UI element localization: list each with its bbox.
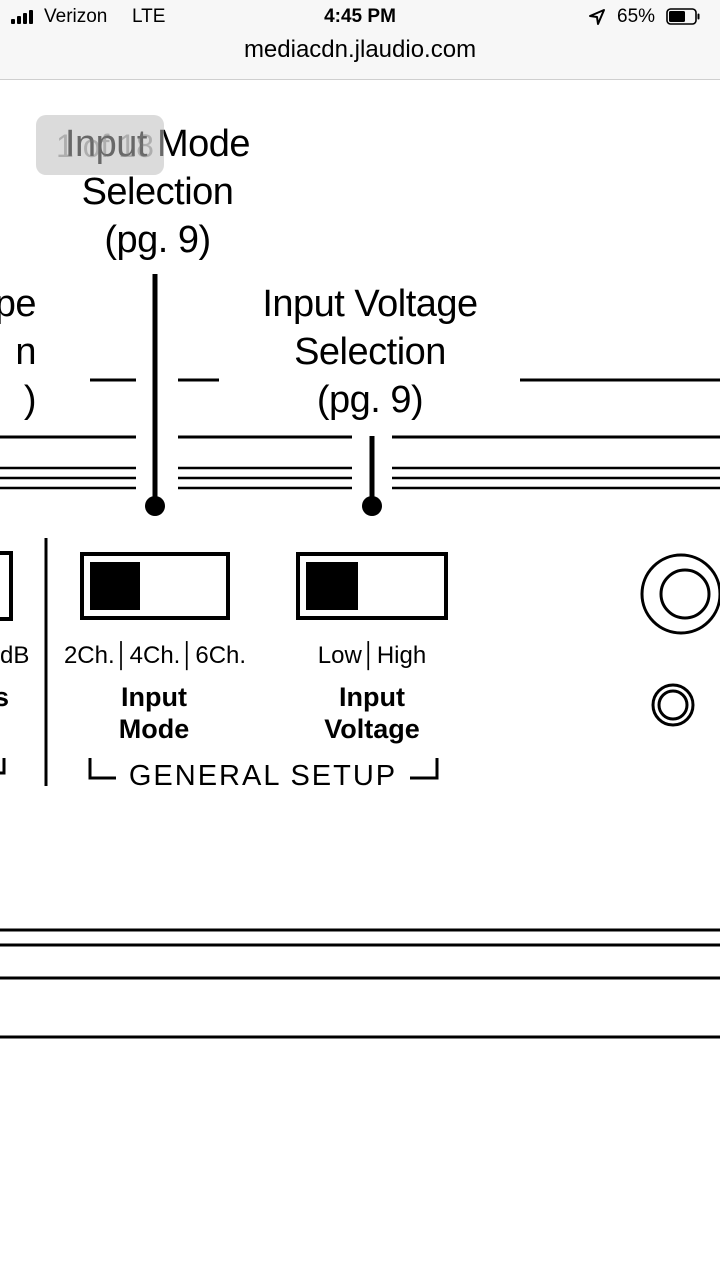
diagram-linework [0, 274, 720, 1039]
previous-control-title: s [0, 682, 10, 712]
address-bar-url[interactable]: mediacdn.jlaudio.com [243, 36, 477, 63]
signal-strength-icon [11, 10, 39, 24]
input-mode-title: Input Mode [118, 682, 190, 744]
input-voltage-title: Input Voltage [324, 682, 420, 744]
battery-icon [666, 8, 700, 25]
page-counter-overlay [36, 115, 164, 175]
input-voltage-options: Low│High [317, 642, 427, 669]
network-type: LTE [132, 6, 166, 27]
input-mode-options: 2Ch.│4Ch.│6Ch. [63, 642, 247, 669]
location-arrow-icon [589, 9, 605, 25]
input-voltage-selection-callout: Input Voltage Selection (pg. 9) [262, 283, 478, 421]
page-counter-text: 1 of 18 [56, 128, 154, 164]
battery-percentage: 65% [617, 6, 656, 27]
manual-diagram: pe n ) Input Mode Selection (pg. 9) Inpu… [0, 80, 720, 1280]
previous-control-value: dB [0, 642, 30, 669]
status-bar: Verizon LTE 4:45 PM 65% mediacdn.jlaudio… [0, 0, 720, 80]
carrier-name: Verizon [44, 6, 108, 27]
cropped-callout: pe n ) [0, 283, 37, 421]
clock: 4:45 PM [324, 6, 396, 27]
general-setup-label: GENERAL SETUP [128, 760, 398, 792]
